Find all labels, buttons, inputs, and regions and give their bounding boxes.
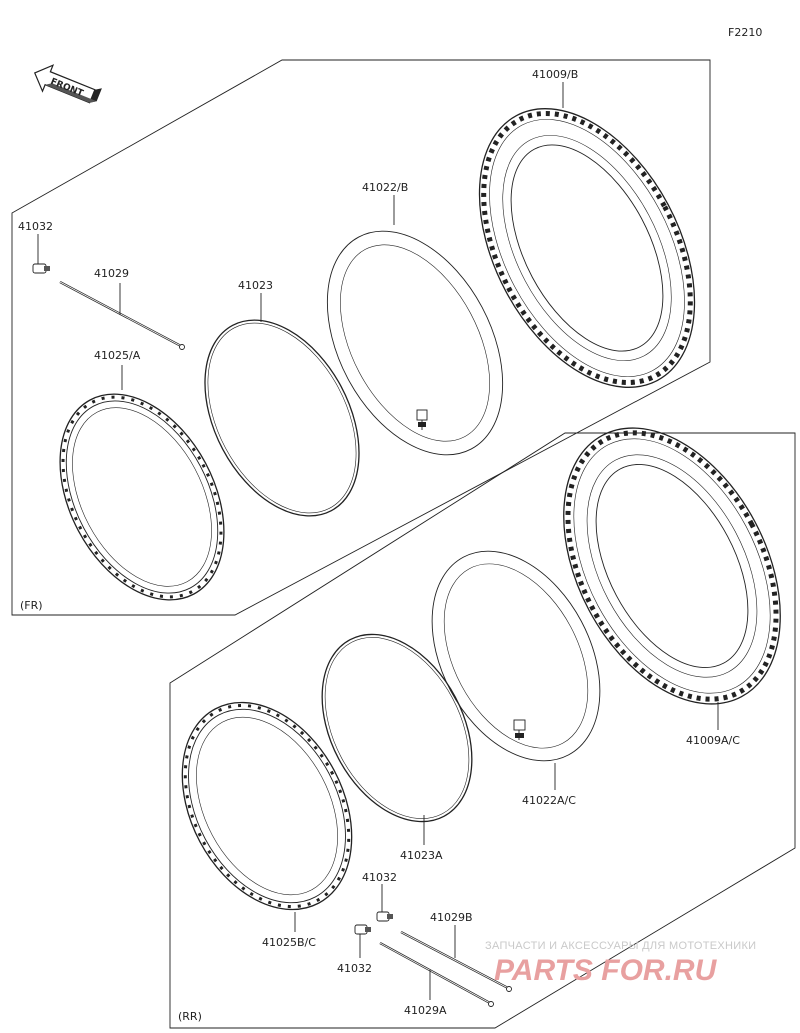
front-rim-band-label: 41023 — [238, 279, 273, 292]
front-spoke — [59, 281, 185, 350]
watermark-logo-right: FOR.RU — [601, 954, 717, 987]
rear-tire-label: 41009A/C — [686, 734, 740, 747]
rear-spoke-upper-label: 41029B — [430, 911, 473, 924]
rear-tire — [563, 427, 781, 705]
rear-tube — [431, 550, 601, 762]
front-arrow-icon: FRONT — [33, 64, 102, 104]
rear-section-tag: (RR) — [178, 1010, 202, 1023]
front-spoke-label: 41029 — [94, 267, 129, 280]
rear-section-frame — [169, 432, 796, 1029]
rear-spoke-lower-label: 41029A — [404, 1004, 447, 1017]
front-tire — [478, 108, 696, 388]
front-tire-label: 41009/B — [532, 68, 578, 81]
diagram-code: F2210 — [728, 26, 762, 39]
front-section-tag: (FR) — [20, 599, 43, 612]
front-rim-band — [204, 319, 360, 517]
rear-spoke-lower — [379, 942, 494, 1007]
rear-rim-band-label: 41023A — [400, 849, 443, 862]
front-tube-valve-icon — [416, 409, 428, 430]
front-tube-label: 41022/B — [362, 181, 408, 194]
rear-nipple-lower-icon — [354, 924, 371, 935]
rear-rim — [181, 701, 353, 911]
rear-nipple-lower-label: 41032 — [337, 962, 372, 975]
front-nipple-icon — [32, 263, 50, 274]
watermark-logo: PARTS FOR.RU — [494, 954, 718, 987]
rear-rim-band — [321, 633, 473, 823]
front-tube — [326, 230, 504, 456]
front-rim-label: 41025/A — [94, 349, 141, 362]
watermark-tagline: ЗАПЧАСТИ И АКСЕССУАРЫ ДЛЯ МОТОТЕХНИКИ — [485, 940, 756, 952]
watermark-logo-left: PARTS — [494, 954, 593, 987]
front-section-frame — [11, 59, 711, 616]
front-rim — [59, 393, 225, 601]
rear-nipple-upper-icon — [376, 911, 393, 922]
front-nipple-label: 41032 — [18, 220, 53, 233]
rear-spoke-upper — [400, 931, 512, 992]
rear-rim-label: 41025B/C — [262, 936, 316, 949]
rear-tube-label: 41022A/C — [522, 794, 576, 807]
rear-nipple-upper-label: 41032 — [362, 871, 397, 884]
rear-tube-valve-icon — [513, 719, 526, 740]
